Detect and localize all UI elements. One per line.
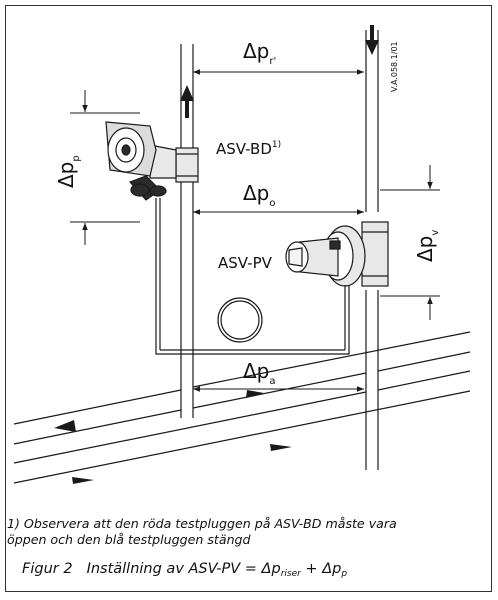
- label-dp-a: Δpa: [243, 359, 276, 387]
- reference-code: V.A.058.1/01: [390, 41, 399, 92]
- flow-arrow-riser-down: [365, 40, 379, 55]
- flow-arrow-supply-2: [246, 390, 264, 398]
- label-dp-p: Δpp: [54, 155, 82, 188]
- flow-arrow-supply-1: [54, 420, 76, 432]
- label-dp-riser: Δpr': [243, 39, 276, 67]
- caption-text: Inställning av ASV-PV = Δp: [86, 561, 281, 577]
- figure-frame: [5, 5, 492, 592]
- figure-caption: Figur 2 Inställning av ASV-PV = Δpriser +…: [22, 561, 482, 579]
- caption-plus: + Δp: [300, 561, 342, 577]
- flow-arrows: [54, 25, 379, 484]
- capillary-tube: [155, 198, 350, 355]
- footnote-line-2: öppen och den blå testpluggen stängd: [7, 532, 251, 547]
- flow-arrow-return-2: [72, 477, 94, 484]
- diagram-labels: Δpr' Δpo Δpa Δpp Δpv ASV-BD1) ASV-PV V.A…: [54, 39, 441, 387]
- caption-sub-riser: riser: [280, 569, 301, 579]
- footnote: 1) Observera att den röda testpluggen på…: [7, 516, 487, 548]
- flow-arrow-up: [180, 85, 194, 101]
- footnote-line-1: 1) Observera att den röda testpluggen på…: [7, 516, 397, 531]
- figure-number: Figur 2: [22, 561, 73, 577]
- label-dp-o: Δpo: [243, 181, 276, 209]
- caption-sub-p: p: [341, 569, 348, 579]
- dimension-lines: [70, 69, 440, 392]
- label-asv-bd: ASV-BD1): [216, 140, 281, 158]
- asv-pv-valve: [285, 221, 389, 350]
- label-dp-v: Δpv: [413, 230, 441, 262]
- label-asv-pv: ASV-PV: [218, 254, 273, 272]
- asv-bd-valve: [105, 121, 199, 350]
- flow-arrow-return-1: [270, 444, 292, 451]
